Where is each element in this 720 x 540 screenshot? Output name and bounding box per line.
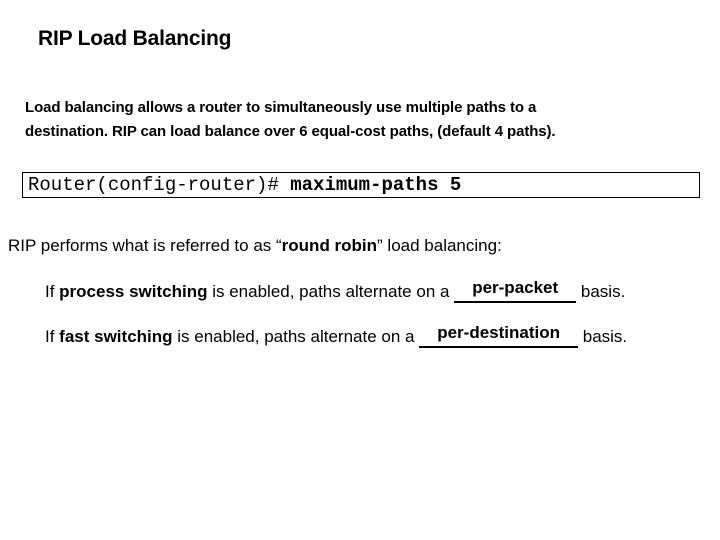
- bullet-fast-switching: If fast switching is enabled, paths alte…: [45, 323, 628, 348]
- bullet2-term: fast switching: [59, 327, 173, 346]
- intro-line-2: destination. RIP can load balance over 6…: [25, 123, 556, 140]
- bullet1-mid: is enabled, paths alternate on a: [207, 282, 455, 301]
- per-packet-blank: per-packet: [454, 278, 577, 303]
- round-robin-term: round robin: [281, 236, 378, 255]
- bullet2-pre: If: [45, 327, 60, 346]
- cli-command: maximum-paths 5: [290, 174, 462, 196]
- round-robin-post: ” load balancing:: [377, 236, 502, 255]
- per-packet-answer: per-packet: [472, 278, 559, 297]
- per-destination-answer: per-destination: [437, 323, 561, 342]
- bullet2-mid: is enabled, paths alternate on a: [172, 327, 420, 346]
- cli-prompt: Router(config-router)#: [28, 174, 291, 196]
- round-robin-pre: RIP performs what is referred to as “: [8, 236, 282, 255]
- intro-line-1: Load balancing allows a router to simult…: [25, 99, 537, 116]
- intro-paragraph: Load balancing allows a router to simult…: [25, 96, 695, 144]
- bullet1-pre: If: [45, 282, 60, 301]
- bullet1-term: process switching: [59, 282, 208, 301]
- bullet1-post: basis.: [576, 282, 626, 301]
- cli-command-box: Router(config-router)# maximum-paths 5: [22, 172, 700, 198]
- bullet-process-switching: If process switching is enabled, paths a…: [45, 278, 626, 303]
- round-robin-statement: RIP performs what is referred to as “rou…: [8, 236, 502, 256]
- slide-title: RIP Load Balancing: [38, 27, 232, 50]
- per-destination-blank: per-destination: [419, 323, 579, 348]
- bullet2-post: basis.: [578, 327, 628, 346]
